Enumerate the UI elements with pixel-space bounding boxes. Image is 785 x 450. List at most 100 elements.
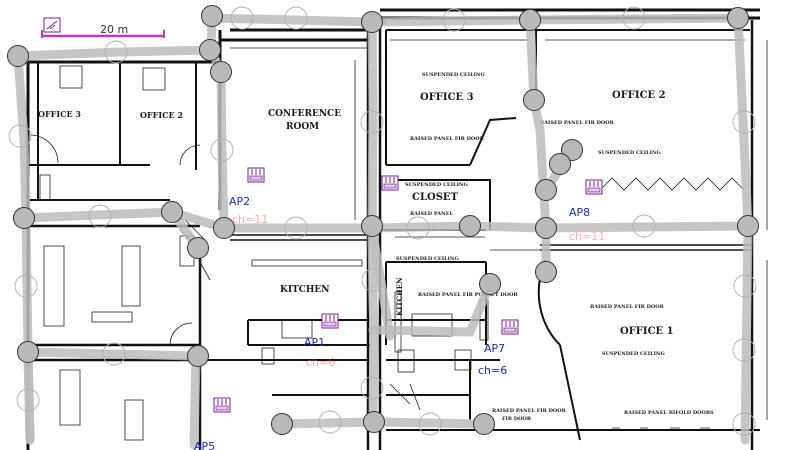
planned-nodes: [8, 6, 757, 436]
survey-node[interactable]: [519, 9, 541, 31]
survey-node[interactable]: [479, 273, 501, 295]
room-label-office-2: OFFICE 2: [612, 90, 666, 101]
survey-node[interactable]: [361, 215, 383, 237]
door-label-1: RAISED PANEL FIR DOOR: [410, 136, 485, 142]
router-icon[interactable]: [321, 313, 339, 329]
planned-node: [360, 376, 384, 400]
room-label-closet: CLOSET: [412, 192, 459, 203]
router-icon[interactable]: [381, 175, 399, 191]
planned-node: [632, 214, 656, 238]
planned-node: [88, 204, 112, 228]
survey-path: [13, 13, 753, 450]
room-label-kitchen: KITCHEN: [280, 285, 329, 295]
access-point-ap1[interactable]: AP1 ch=6: [304, 313, 339, 369]
ap-channel-label: ch=6: [306, 356, 335, 369]
survey-node[interactable]: [363, 411, 385, 433]
planned-node: [230, 6, 254, 30]
survey-node[interactable]: [535, 217, 557, 239]
survey-node[interactable]: [549, 153, 571, 175]
door-label-3: RAISED PANEL: [410, 211, 454, 217]
survey-node[interactable]: [361, 11, 383, 33]
access-point-ap8[interactable]: AP8 ch=11: [569, 179, 605, 243]
access-point-ap5[interactable]: AP5: [194, 397, 231, 450]
router-icon[interactable]: [501, 319, 519, 335]
visited-nodes: [7, 5, 759, 435]
planned-node: [102, 342, 126, 366]
door-label-5: RAISED PANEL FIR DOOR: [590, 304, 665, 310]
room-label-room: ROOM: [286, 122, 319, 132]
survey-node[interactable]: [187, 237, 209, 259]
access-point-closet[interactable]: [381, 175, 399, 191]
ruler-icon[interactable]: [43, 17, 61, 33]
ap-channel-label: ch=11: [232, 213, 268, 226]
ap-name-label: AP5: [194, 440, 215, 450]
room-label-kitchen-side: KITCHEN: [395, 277, 404, 316]
ceiling-label-2: SUSPENDED CEILING: [598, 150, 661, 156]
planned-node: [14, 274, 38, 298]
planned-node: [442, 8, 466, 32]
survey-node[interactable]: [271, 413, 293, 435]
planned-node: [732, 338, 756, 362]
survey-node[interactable]: [473, 413, 495, 435]
ap-channel-label: ch=11: [569, 230, 605, 243]
router-icon[interactable]: [585, 179, 603, 195]
router-icon[interactable]: [247, 167, 265, 183]
survey-node[interactable]: [535, 261, 557, 283]
survey-node[interactable]: [523, 89, 545, 111]
planned-node: [361, 268, 385, 292]
planned-node: [360, 110, 384, 134]
survey-node[interactable]: [535, 179, 557, 201]
survey-node[interactable]: [210, 61, 232, 83]
survey-node[interactable]: [161, 201, 183, 223]
ap-channel-label: ch=6: [478, 364, 507, 377]
ap-name-label: AP8: [569, 206, 590, 219]
router-icon[interactable]: [213, 397, 231, 413]
planned-node: [284, 216, 308, 240]
ap-name-label: AP2: [229, 195, 250, 208]
room-label-office-b: OFFICE 2: [140, 110, 183, 120]
room-label-office-a: OFFICE 3: [38, 109, 81, 119]
survey-node[interactable]: [459, 215, 481, 237]
ap-name-label: AP1: [304, 336, 325, 349]
survey-node[interactable]: [7, 45, 29, 67]
planned-node: [318, 410, 342, 434]
survey-node[interactable]: [561, 139, 583, 161]
planned-node: [16, 388, 40, 412]
ap-name-label: AP7: [484, 342, 505, 355]
door-label-6: RAISED PANEL FIR DOOR: [492, 408, 567, 414]
room-label-office-3: OFFICE 3: [420, 92, 474, 103]
door-label-2: RAISED PANEL FIR DOOR: [540, 120, 615, 126]
scale-bar[interactable]: 20 m: [41, 17, 165, 38]
survey-node[interactable]: [13, 207, 35, 229]
ceiling-label-4: SUSPENDED CEILING: [396, 256, 459, 262]
survey-node[interactable]: [17, 341, 39, 363]
scale-label: 20 m: [100, 23, 128, 36]
survey-node[interactable]: [199, 39, 221, 61]
planned-node: [622, 6, 646, 30]
survey-node[interactable]: [727, 7, 749, 29]
door-label-4: RAISED PANEL FIR POCKET DOOR: [418, 292, 518, 298]
door-label-8: FIR DOOR: [502, 416, 532, 422]
planned-node: [418, 412, 442, 436]
access-point-ap2[interactable]: AP2 ch=11: [229, 167, 268, 226]
access-point-ap7[interactable]: AP7 ch=6: [478, 319, 519, 377]
room-labels: OFFICE 3 OFFICE 2 CONFERENCE ROOM OFFICE…: [38, 72, 714, 422]
planned-node: [210, 138, 234, 162]
room-label-office-1: OFFICE 1: [620, 326, 674, 337]
planned-node: [104, 40, 128, 64]
survey-node[interactable]: [187, 345, 209, 367]
planned-node: [406, 216, 430, 240]
survey-node[interactable]: [201, 5, 223, 27]
planned-node: [284, 6, 308, 30]
survey-node[interactable]: [213, 217, 235, 239]
access-points: AP2 ch=11 AP8 ch=11: [194, 167, 605, 450]
ceiling-label-1: SUSPENDED CEILING: [422, 72, 485, 78]
ceiling-label-5: SUSPENDED CEILING: [602, 351, 665, 357]
planned-node: [733, 274, 757, 298]
ceiling-label-3: SUSPENDED CEILING: [405, 182, 468, 188]
planned-node: [732, 110, 756, 134]
door-label-7: RAISED PANEL BIFOLD DOORS: [624, 410, 714, 416]
survey-node[interactable]: [737, 215, 759, 237]
